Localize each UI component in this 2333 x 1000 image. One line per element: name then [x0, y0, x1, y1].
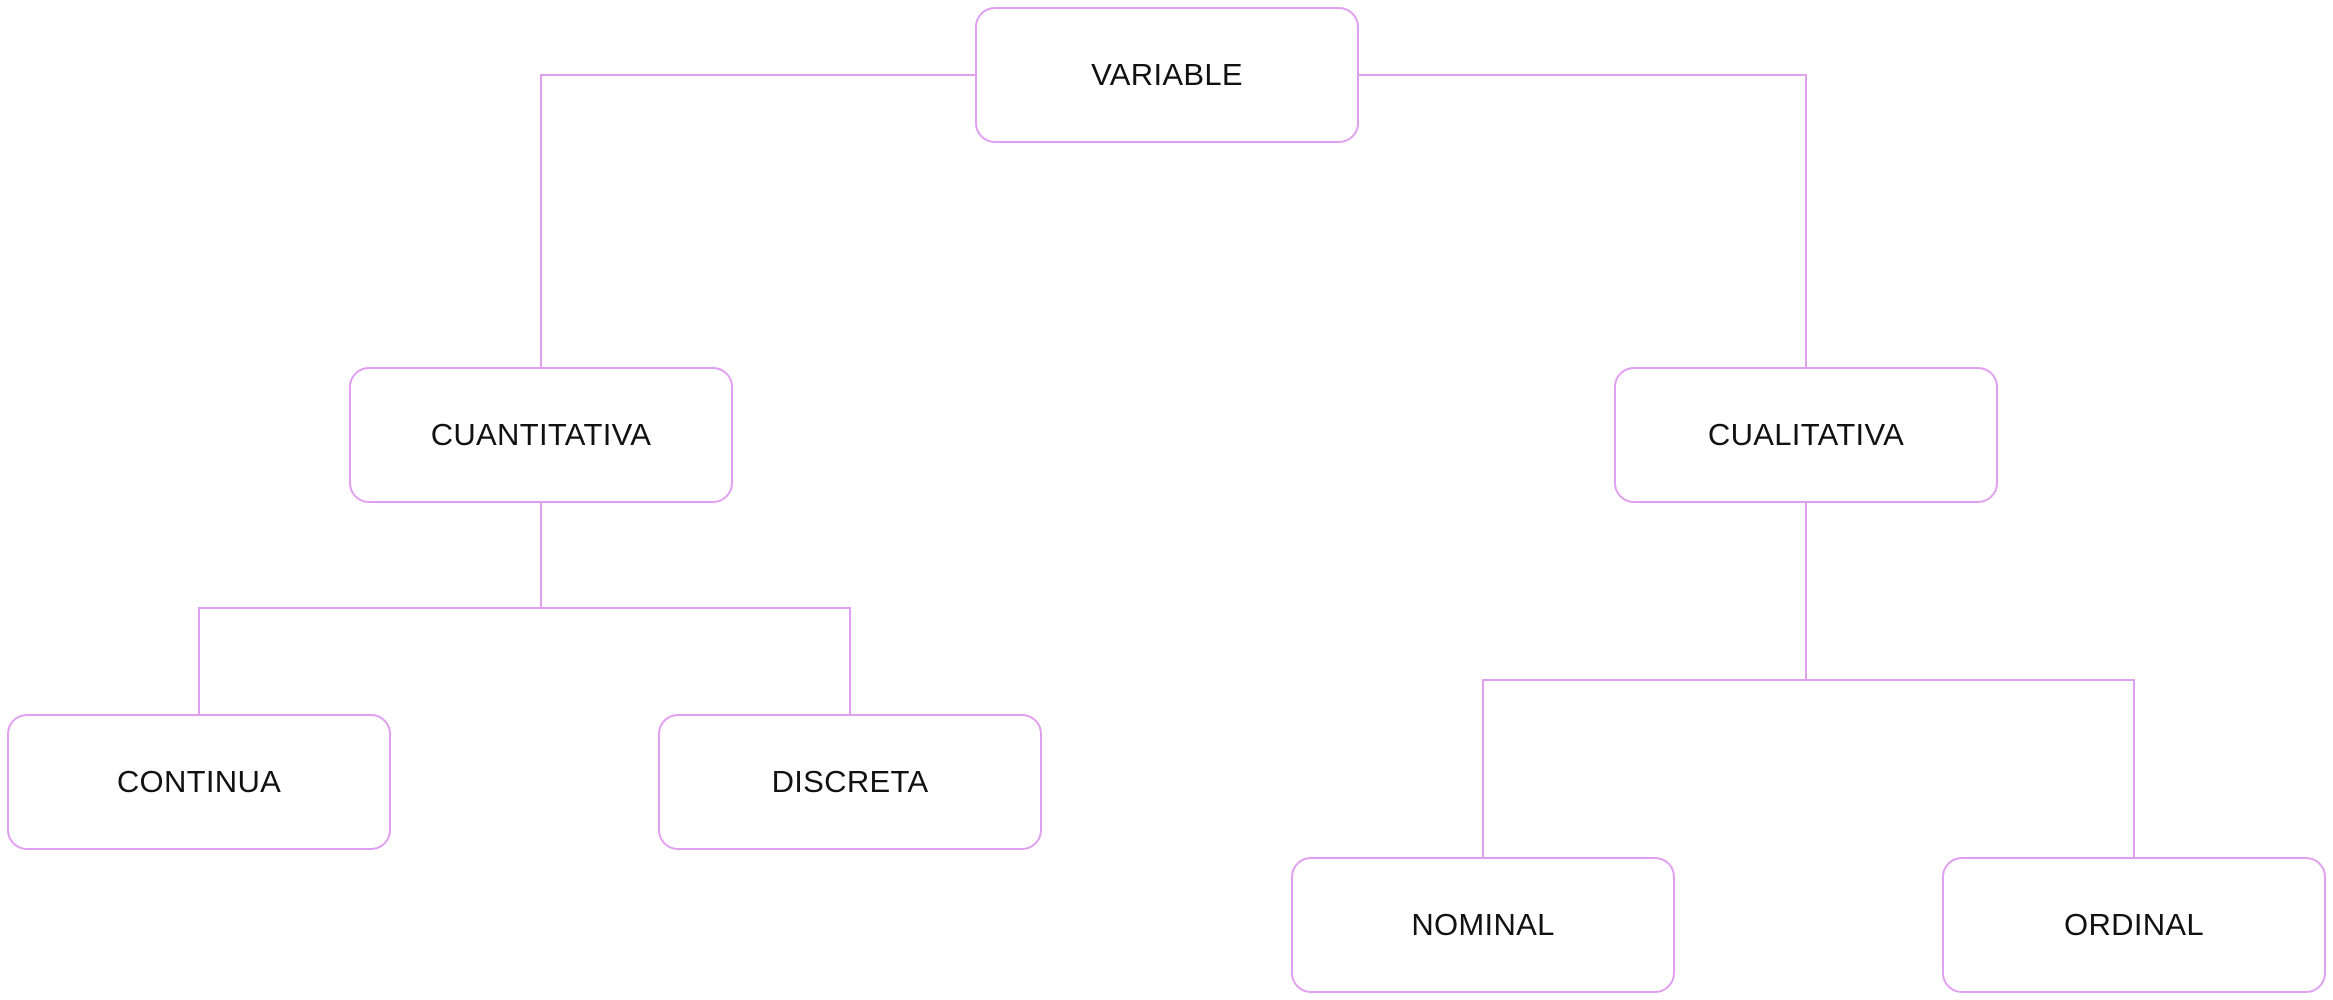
- node-nominal: NOMINAL: [1291, 857, 1675, 993]
- node-label-cuantitativa: CUANTITATIVA: [430, 417, 652, 452]
- node-continua: CONTINUA: [7, 714, 391, 850]
- node-cualitativa: CUALITATIVA: [1614, 367, 1998, 503]
- connector-variable-cualitativa: [1359, 74, 1807, 367]
- node-label-ordinal: ORDINAL: [2064, 907, 2204, 942]
- node-label-discreta: DISCRETA: [771, 764, 929, 799]
- connector-variable-cuantitativa: [540, 74, 975, 367]
- node-cuantitativa: CUANTITATIVA: [349, 367, 733, 503]
- node-label-nominal: NOMINAL: [1411, 907, 1555, 942]
- node-discreta: DISCRETA: [658, 714, 1042, 850]
- connector-cuantitativa-children: [198, 607, 851, 714]
- node-variable: VARIABLE: [975, 7, 1359, 143]
- connector-cualitativa-children: [1482, 679, 2135, 857]
- node-label-cualitativa: CUALITATIVA: [1707, 417, 1905, 452]
- node-label-continua: CONTINUA: [116, 764, 282, 799]
- node-ordinal: ORDINAL: [1942, 857, 2326, 993]
- node-label-variable: VARIABLE: [1091, 57, 1243, 92]
